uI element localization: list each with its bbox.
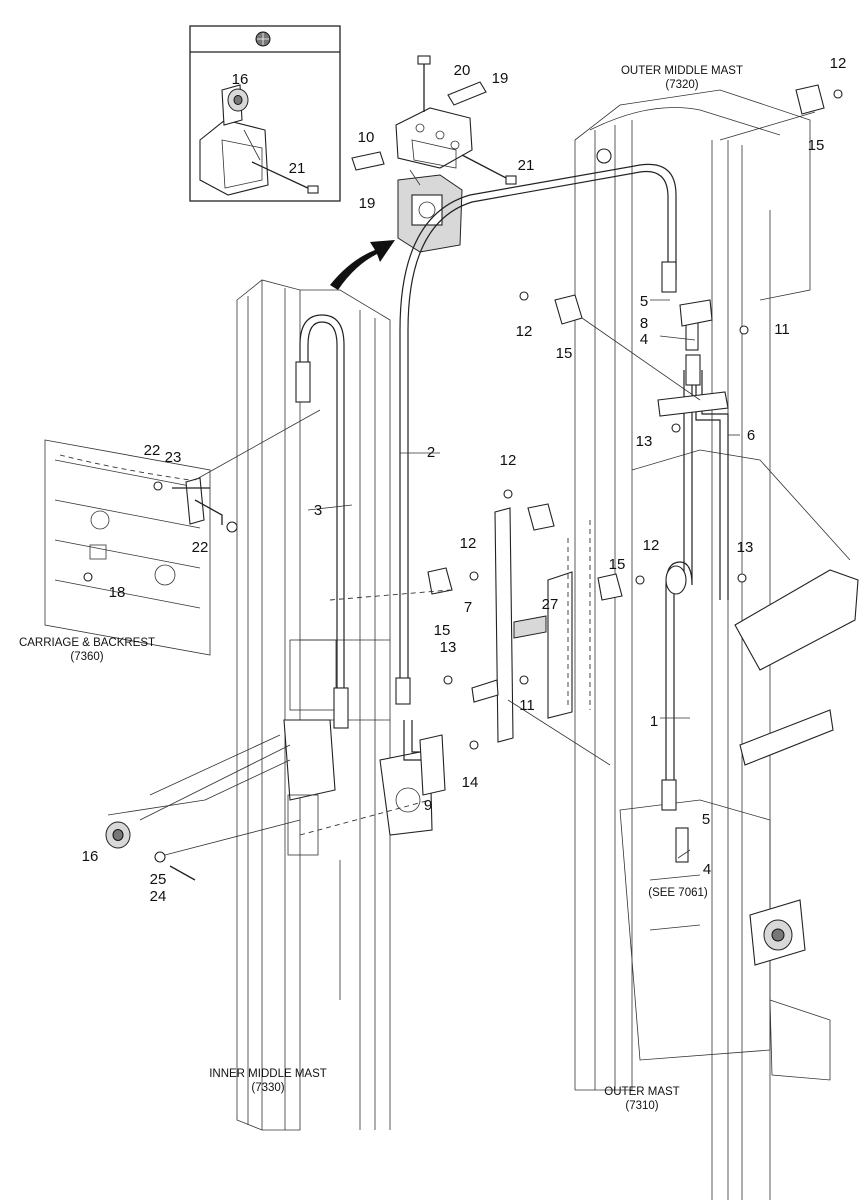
detail-inset (189, 25, 341, 202)
part-label-27: 27 (542, 596, 559, 613)
part-label-19: 19 (359, 195, 376, 212)
part-label-13: 13 (440, 639, 457, 656)
clamps-bolts (105, 84, 843, 881)
inner-middle-mast-title: INNER MIDDLE MAST (209, 1068, 327, 1080)
part-label-12: 12 (643, 537, 660, 554)
part-label-12: 12 (460, 535, 477, 552)
part-label-15: 15 (808, 137, 825, 154)
part-label-22: 22 (144, 442, 161, 459)
part-label-8: 8 (640, 315, 648, 332)
part-label-11: 11 (519, 697, 535, 714)
part-label-1: 1 (650, 713, 658, 730)
direction-arrow-icon (330, 240, 395, 290)
part-label-5: 5 (640, 293, 648, 310)
part-label-12: 12 (830, 55, 847, 72)
part-label-20: 20 (454, 62, 471, 79)
outer-mast-title: OUTER MAST (604, 1086, 679, 1098)
part-label-4: 4 (640, 331, 648, 348)
part-label-5: 5 (702, 811, 710, 828)
part-label-22: 22 (192, 539, 209, 556)
inner-middle-mast-code: (7330) (251, 1082, 284, 1094)
part-label-7: 7 (464, 599, 472, 616)
outer-masts (574, 89, 859, 1200)
mast-captions: OUTER MIDDLE MAST (7320) CARRIAGE & BACK… (19, 65, 743, 1112)
part-label-13: 13 (737, 539, 754, 556)
part-label-12: 12 (500, 452, 517, 469)
part-label-15: 15 (609, 556, 626, 573)
part-label-15: 15 (434, 622, 451, 639)
part-label-12: 12 (516, 323, 533, 340)
part-label-24: 24 (150, 888, 167, 905)
part-label-21: 21 (518, 157, 535, 174)
part-label-23: 23 (165, 449, 182, 466)
part-label-3: 3 (314, 502, 322, 519)
part-label-14: 14 (462, 774, 479, 791)
outer-middle-mast-code: (7320) (665, 79, 698, 91)
part-label-4: 4 (703, 861, 711, 878)
outer-middle-mast-title: OUTER MIDDLE MAST (621, 65, 743, 77)
part-label-6: 6 (747, 427, 755, 444)
part-label-10: 10 (358, 129, 375, 146)
inner-middle-mast (236, 279, 433, 1131)
part-label-25: 25 (150, 871, 167, 888)
part-label-15: 15 (556, 345, 573, 362)
leader-lines (107, 111, 816, 1000)
part-label-16: 16 (232, 71, 249, 88)
part-label-2: 2 (427, 444, 435, 461)
part-label-21: 21 (289, 160, 306, 177)
outer-mast-code: (7310) (625, 1100, 658, 1112)
carriage-title: CARRIAGE & BACKREST (19, 637, 155, 649)
part-label-9: 9 (424, 797, 432, 814)
carriage-code: (7360) (70, 651, 103, 663)
upper-hose-bracket (351, 55, 517, 253)
part-label-11: 11 (774, 321, 790, 338)
see-reference: (SEE 7061) (648, 887, 708, 899)
part-label-13: 13 (636, 433, 653, 450)
part-label-18: 18 (109, 584, 126, 601)
carriage-backrest (44, 439, 238, 656)
part-label-19: 19 (492, 70, 509, 87)
part-label-16: 16 (82, 848, 99, 865)
hydraulic-hoses (295, 163, 729, 863)
